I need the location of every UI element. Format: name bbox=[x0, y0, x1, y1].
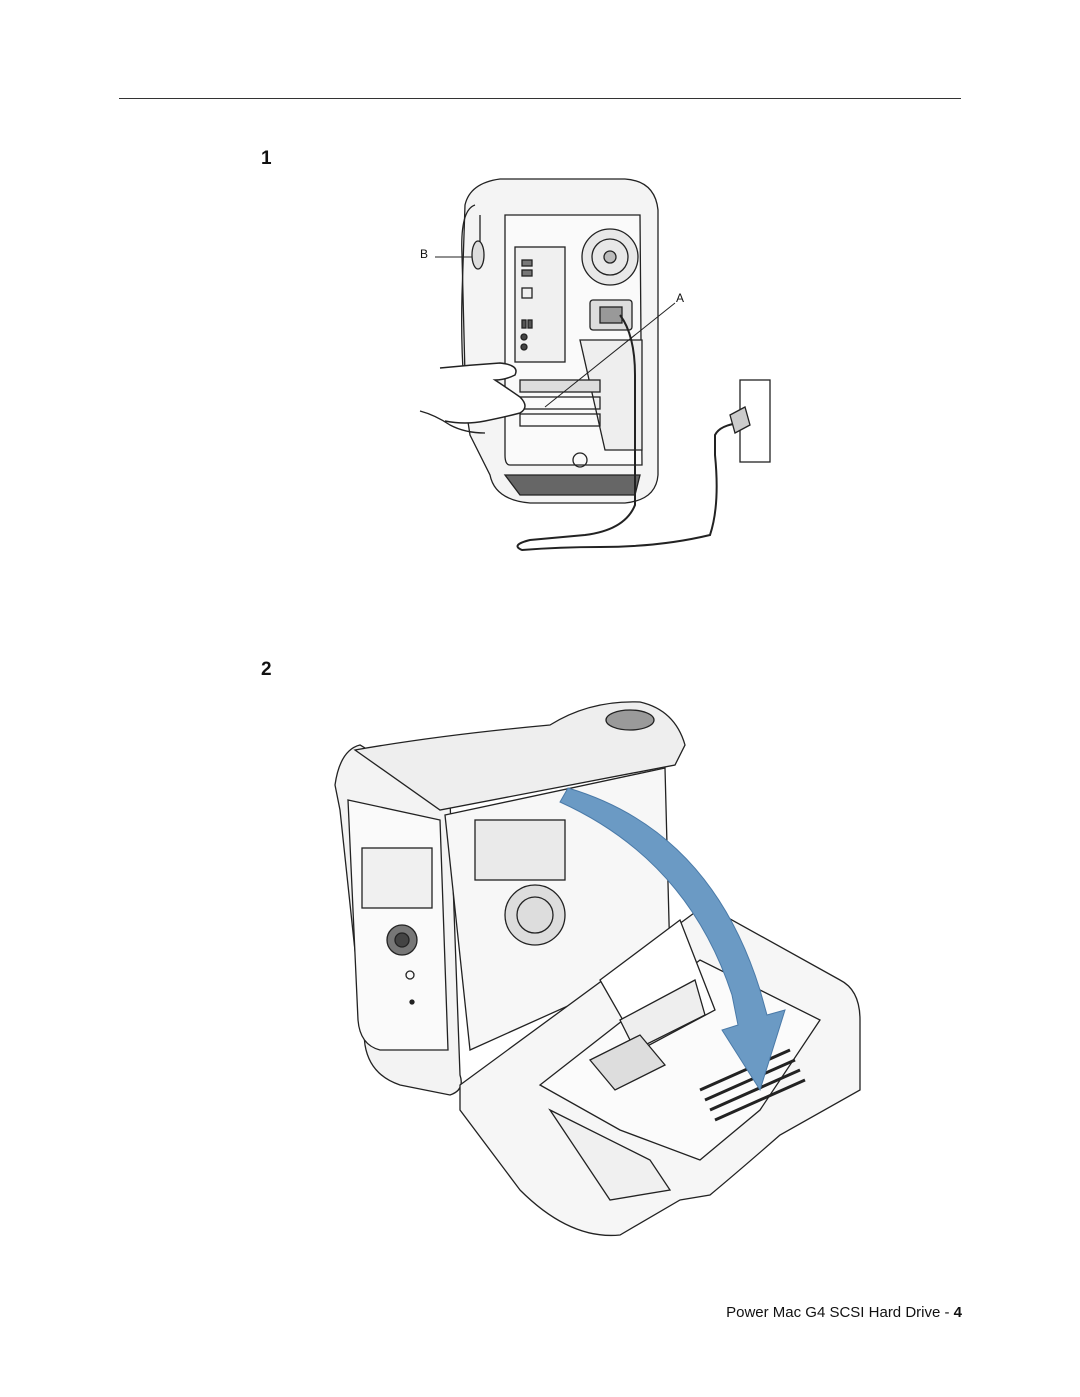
figure-2-open-case-illustration bbox=[334, 701, 861, 1237]
page-number: 4 bbox=[953, 1304, 962, 1321]
callout-a-label: A bbox=[676, 291, 685, 305]
header-rule bbox=[119, 98, 961, 99]
door-open-arrow bbox=[559, 787, 786, 1092]
callout-b-label: B bbox=[420, 247, 429, 261]
figure-1-rear-view-illustration bbox=[419, 178, 771, 552]
step-1-number: 1 bbox=[261, 148, 272, 169]
step-2-number: 2 bbox=[261, 659, 272, 680]
footer-title: Power Mac G4 SCSI Hard Drive - bbox=[726, 1304, 954, 1321]
page-footer: Power Mac G4 SCSI Hard Drive - 4 bbox=[726, 1304, 962, 1321]
